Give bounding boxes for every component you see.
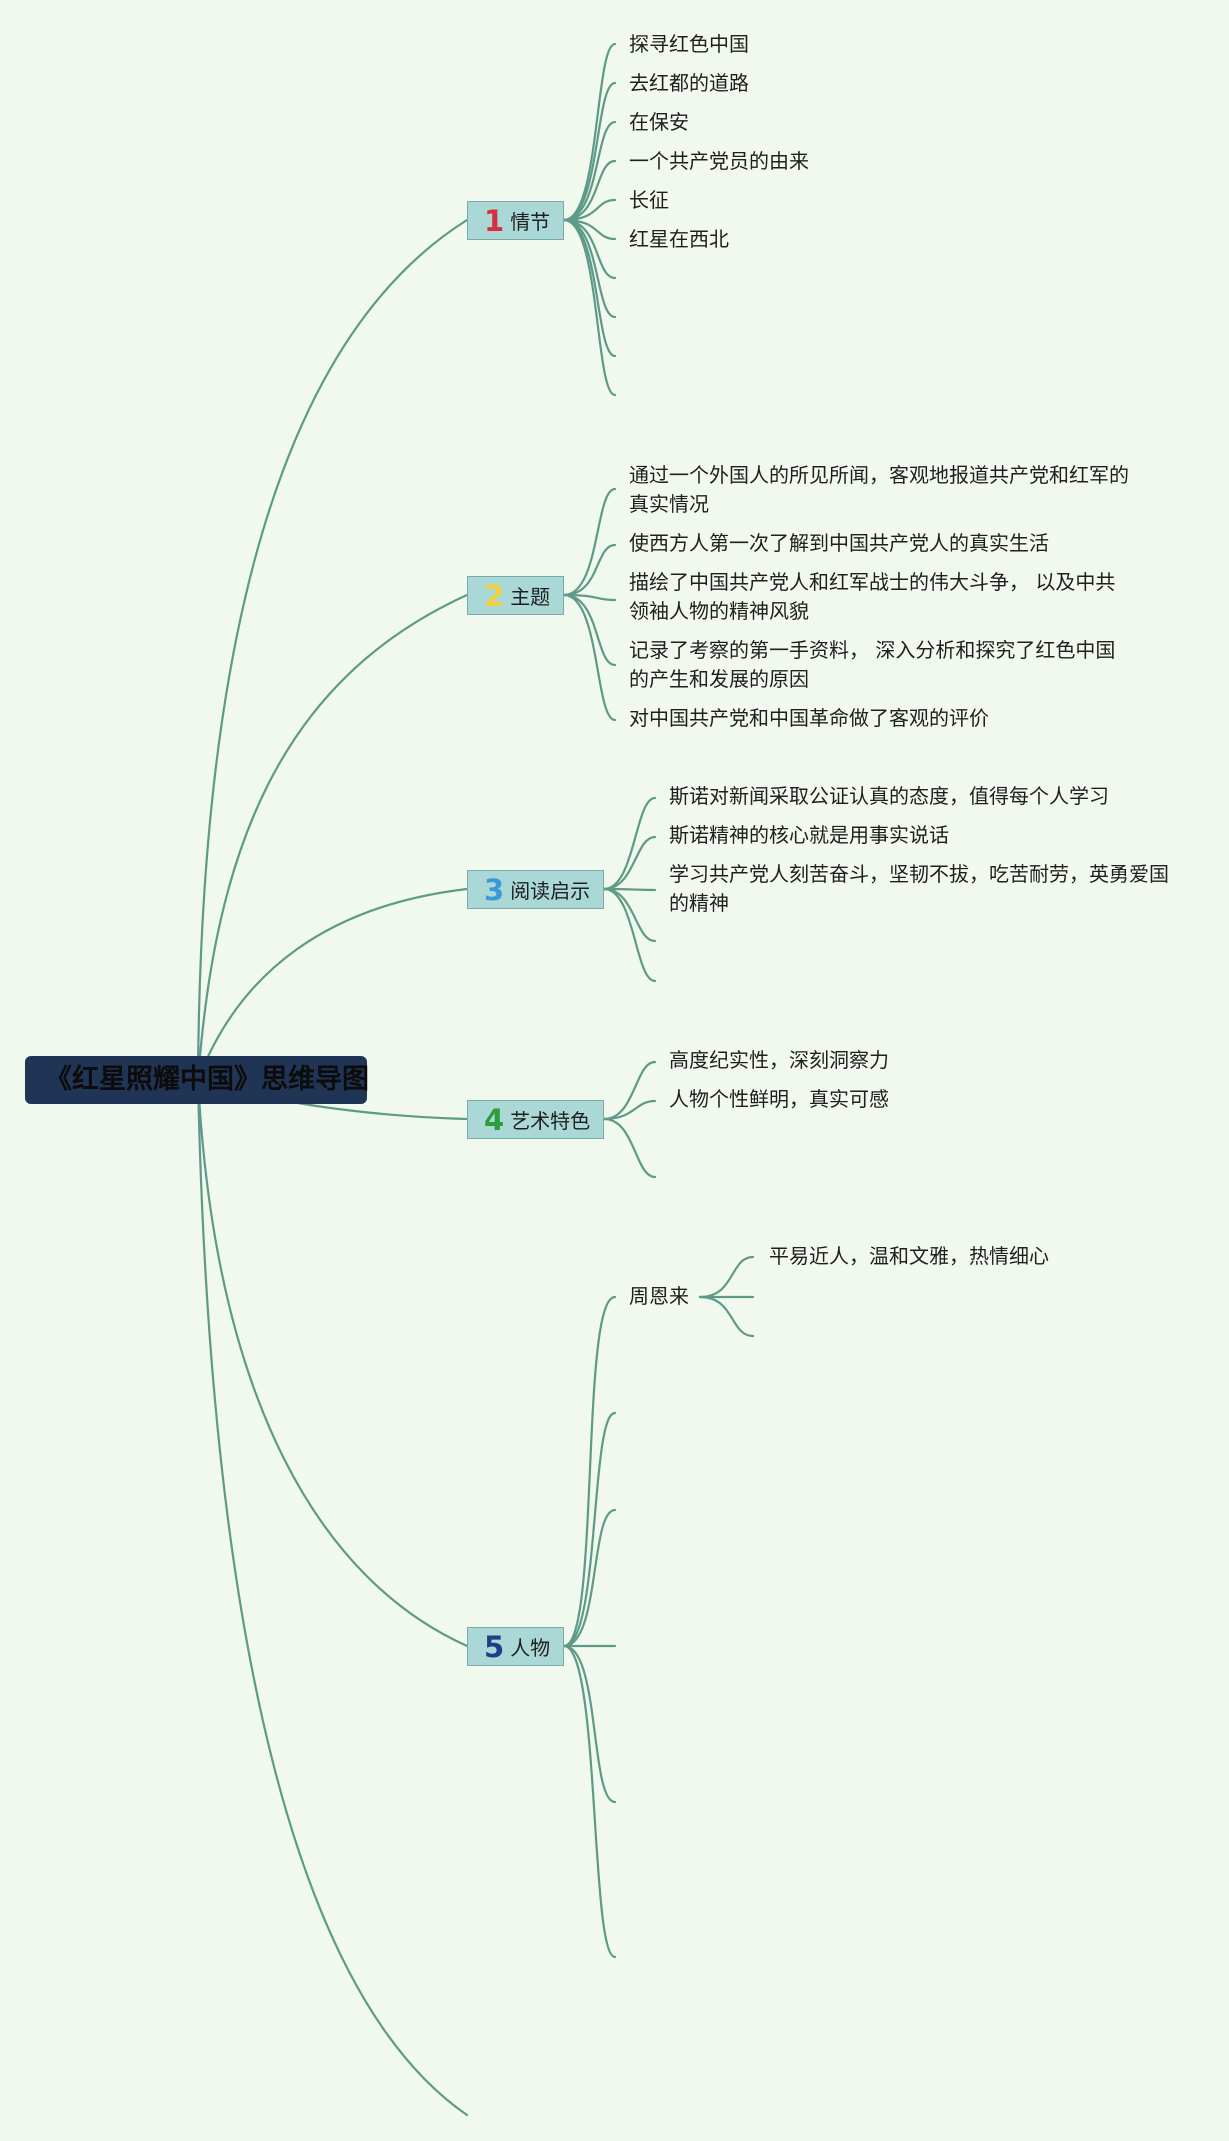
topic-3-item-line: 的精神 <box>669 891 729 915</box>
connector-topic4-item <box>602 1060 657 1121</box>
connector-topic4-empty <box>602 1117 657 1179</box>
topic-2-item: 使西方人第一次了解到中国共产党人的真实生活 <box>629 529 1049 558</box>
topic-3-item-line: 学习共产党人刻苦奋斗，坚韧不拔，吃苦耐劳，英勇爱国 <box>669 862 1169 886</box>
topic-2-item-line: 描绘了中国共产党人和红军战士的伟大斗争， 以及中共 <box>629 570 1116 594</box>
topic-3-item-line: 斯诺精神的核心就是用事实说话 <box>669 823 949 847</box>
topic-1-item: 一个共产党员的由来 <box>629 149 809 173</box>
connector-topic2-item <box>562 487 617 597</box>
connector-topic5-empty <box>562 1411 617 1648</box>
connector-topic3-empty <box>602 887 657 943</box>
topic-2-item-line: 记录了考察的第一手资料， 深入分析和探究了红色中国 <box>629 638 1116 662</box>
topic-2-item: 对中国共产党和中国革命做了客观的评价 <box>629 704 989 733</box>
topic-1-item: 探寻红色中国 <box>629 32 749 56</box>
topic-1-label: 情节 <box>510 210 551 234</box>
topic-2-item-line: 对中国共产党和中国革命做了客观的评价 <box>629 706 989 730</box>
topic-5-node[interactable]: 5 人物 <box>467 1627 564 1666</box>
topic-5-label: 人物 <box>510 1636 551 1660</box>
topic-4-item: 高度纪实性，深刻洞察力 <box>669 1048 889 1072</box>
topic-2-node[interactable]: 2 主题 <box>467 576 564 615</box>
topic-1-number: 1 <box>484 203 505 238</box>
connector-topic2-item <box>562 593 617 667</box>
topic-3-label: 阅读启示 <box>510 879 591 903</box>
topic-2-item: 描绘了中国共产党人和红军战士的伟大斗争， 以及中共 领袖人物的精神风貌 <box>629 568 1115 626</box>
connector-person-trait <box>698 1255 755 1299</box>
connector-topic5-empty <box>562 1508 617 1648</box>
connector-topic1-empty <box>562 218 617 358</box>
connector-topic3-item <box>602 835 657 891</box>
topic-2-item-line: 的产生和发展的原因 <box>629 667 809 691</box>
connector-root-topic-2 <box>196 593 469 1082</box>
connector-root-topic-1 <box>196 218 469 1082</box>
connector-topic2-item <box>562 543 617 597</box>
connector-topic3-item <box>602 796 657 891</box>
connector-topic3-empty <box>602 887 657 983</box>
root-node[interactable] <box>25 1056 367 1104</box>
topic-4-number: 4 <box>484 1102 505 1137</box>
topic-1-node[interactable]: 1 情节 <box>467 201 564 240</box>
connector-topic5-empty <box>562 1644 617 1804</box>
connector-topic1-empty <box>562 218 617 397</box>
topic-2-item-line: 领袖人物的精神风貌 <box>629 599 809 623</box>
connector-topic4-item <box>602 1099 657 1121</box>
connector-topic5-empty <box>562 1644 617 1959</box>
topic-2-item-line: 通过一个外国人的所见所闻，客观地报道共产党和红军的 <box>629 463 1129 487</box>
connector-topic2-item <box>562 593 617 722</box>
connector-root-extra <box>196 1078 469 2117</box>
topic-1-item: 红星在西北 <box>629 227 729 251</box>
topic-3-item: 学习共产党人刻苦奋斗，坚韧不拔，吃苦耐劳，英勇爱国 的精神 <box>669 860 1169 918</box>
topic-2-item-line: 使西方人第一次了解到中国共产党人的真实生活 <box>629 531 1049 555</box>
topic-3-node[interactable]: 3 阅读启示 <box>467 870 604 909</box>
topic-3-number: 3 <box>484 872 505 907</box>
topic-2-item: 通过一个外国人的所见所闻，客观地报道共产党和红军的 真实情况 <box>629 461 1129 519</box>
topic-2-label: 主题 <box>510 585 551 609</box>
connector-person-empty <box>698 1295 755 1338</box>
root-title: 《红星照耀中国》思维导图 <box>45 1064 369 1095</box>
connector-topic1-item <box>562 159 617 222</box>
connector-root-topic-3 <box>196 887 469 1082</box>
topic-4-node[interactable]: 4 艺术特色 <box>467 1100 604 1139</box>
topic-2-item-line: 真实情况 <box>629 492 709 516</box>
topic-2-number: 2 <box>484 578 505 613</box>
topic-5-number: 5 <box>484 1629 505 1664</box>
connector-topic1-item <box>562 120 617 222</box>
topic-3-item: 斯诺对新闻采取公证认真的态度，值得每个人学习 <box>669 782 1109 811</box>
connector-topic5-person <box>562 1295 617 1648</box>
person-name: 周恩来 <box>629 1284 689 1308</box>
topic-1-item: 去红都的道路 <box>629 71 749 95</box>
topic-3-item: 斯诺精神的核心就是用事实说话 <box>669 821 949 850</box>
connector-root-topic-5 <box>196 1078 469 1648</box>
topic-1-item: 长征 <box>629 188 669 212</box>
person-trait: 平易近人，温和文雅，热情细心 <box>769 1244 1049 1268</box>
topic-4-label: 艺术特色 <box>510 1109 591 1133</box>
topic-4-item: 人物个性鲜明，真实可感 <box>669 1087 889 1111</box>
connector-topic1-item <box>562 81 617 222</box>
topic-3-item-line: 斯诺对新闻采取公证认真的态度，值得每个人学习 <box>669 784 1109 808</box>
topic-1-item: 在保安 <box>629 110 689 134</box>
topic-2-item: 记录了考察的第一手资料， 深入分析和探究了红色中国 的产生和发展的原因 <box>629 636 1115 694</box>
